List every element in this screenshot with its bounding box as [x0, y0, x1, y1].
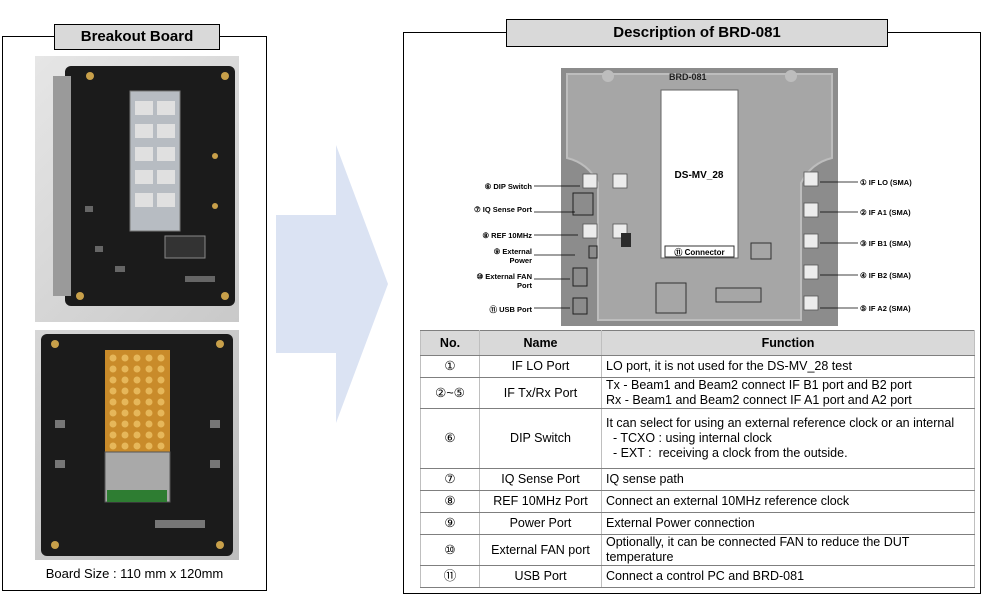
row-function: LO port, it is not used for the DS-MV_28… — [601, 355, 975, 378]
row-function: IQ sense path — [601, 468, 975, 491]
row-function: Connect a control PC and BRD-081 — [601, 565, 975, 588]
row-name: REF 10MHz Port — [479, 490, 602, 513]
row-number: ① — [420, 355, 480, 378]
function-line: Rx - Beam1 and Beam2 connect IF A1 port … — [606, 393, 912, 407]
row-name: External FAN port — [479, 534, 602, 566]
row-name: IF LO Port — [479, 355, 602, 378]
row-number: ⑨ — [420, 512, 480, 535]
function-line: Connect an external 10MHz reference cloc… — [606, 494, 850, 508]
board-size-caption: Board Size : 110 mm x 120mm — [45, 566, 224, 581]
function-line: Optionally, it can be connected FAN to r… — [606, 535, 913, 564]
row-name: IF Tx/Rx Port — [479, 377, 602, 409]
function-line: - EXT : receiving a clock from the outsi… — [606, 446, 848, 460]
board-diagram: BRD-081 DS-MV_28 ⑪ Connector — [561, 68, 838, 326]
function-line: External Power connection — [606, 516, 755, 530]
row-name: USB Port — [479, 565, 602, 588]
function-line: - TCXO : using internal clock — [606, 431, 772, 445]
callout-ref-10mhz: ⑧ REF 10MHz — [482, 231, 532, 240]
arrow-right-icon — [276, 145, 388, 423]
function-line: It can select for using an external refe… — [606, 416, 955, 430]
diagram-chip-label: DS-MV_28 — [674, 170, 724, 181]
function-line: IQ sense path — [606, 472, 684, 486]
callout-if-a1: ② IF A1 (SMA) — [860, 208, 911, 217]
callout-external-power: ⑨ External Power — [493, 247, 532, 265]
row-number: ⑪ — [420, 565, 480, 588]
callout-if-b1: ③ IF B1 (SMA) — [860, 239, 911, 248]
function-line: Connect a control PC and BRD-081 — [606, 569, 805, 583]
table-header-row: No. Name Function — [420, 330, 975, 356]
header-function: Function — [601, 330, 975, 356]
row-number: ⑦ — [420, 468, 480, 491]
header-name: Name — [479, 330, 602, 356]
board-photo-top — [35, 56, 239, 322]
board-photo-bottom — [35, 330, 239, 560]
row-function: External Power connection — [601, 512, 975, 535]
callout-if-lo: ① IF LO (SMA) — [860, 178, 912, 187]
callout-dip-switch: ⑥ DIP Switch — [484, 182, 532, 191]
row-number: ②~⑤ — [420, 377, 480, 409]
row-number: ⑥ — [420, 408, 480, 469]
function-line: Tx - Beam1 and Beam2 connect IF B1 port … — [606, 378, 912, 392]
row-number: ⑩ — [420, 534, 480, 566]
row-name: DIP Switch — [479, 408, 602, 469]
row-name: Power Port — [479, 512, 602, 535]
diagram-connector-label: ⑪ Connector — [674, 248, 725, 257]
row-function: Optionally, it can be connected FAN to r… — [601, 534, 975, 566]
header-no: No. — [420, 330, 480, 356]
diagram-board-name: BRD-081 — [669, 72, 707, 82]
callout-if-b2: ④ IF B2 (SMA) — [860, 271, 911, 280]
callout-external-fan: ⑩ External FAN Port — [476, 272, 533, 290]
row-number: ⑧ — [420, 490, 480, 513]
function-line: LO port, it is not used for the DS-MV_28… — [606, 359, 852, 373]
row-function: Connect an external 10MHz reference cloc… — [601, 490, 975, 513]
breakout-board-title: Breakout Board — [54, 24, 220, 50]
callout-usb-port: ⑪ USB Port — [489, 305, 532, 314]
callout-leader-lines — [534, 181, 858, 309]
description-title: Description of BRD-081 — [506, 19, 888, 47]
row-function: It can select for using an external refe… — [601, 408, 975, 469]
row-function: Tx - Beam1 and Beam2 connect IF B1 port … — [601, 377, 975, 409]
callout-iq-sense: ⑦ IQ Sense Port — [474, 205, 532, 214]
callout-if-a2: ⑤ IF A2 (SMA) — [860, 304, 911, 313]
row-name: IQ Sense Port — [479, 468, 602, 491]
